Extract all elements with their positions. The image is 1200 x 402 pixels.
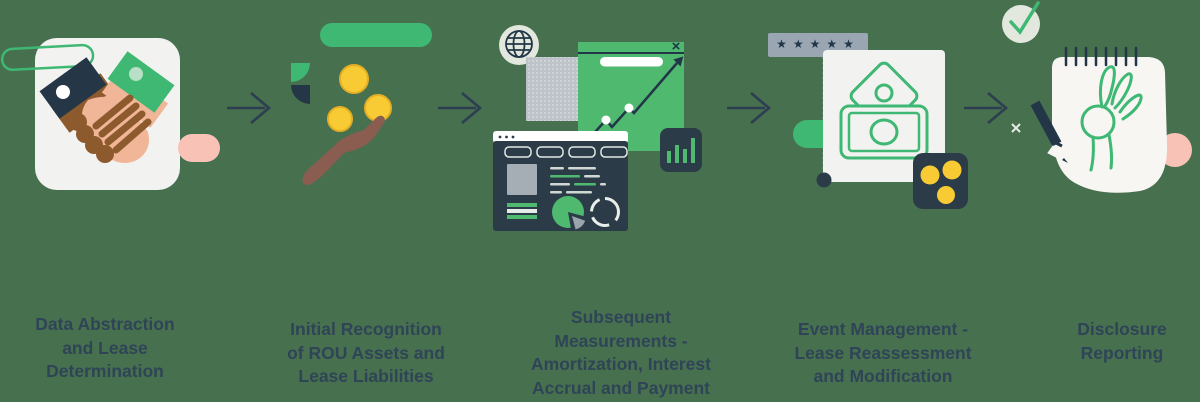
dashboard-window [493,131,628,231]
pie-chart-icon [552,196,586,230]
money-bills-icon [839,61,929,160]
list-bars [507,203,537,219]
notepad-page [1052,57,1168,193]
window-titlebar [493,131,628,143]
label-line: Lease Reassessment [794,342,972,363]
label-line: Data Abstraction [35,314,175,334]
label-line: Amortization, Interest [531,354,711,374]
donut-chart-icon [590,197,620,227]
label-line: Measurements - [554,330,688,351]
coin-icons [327,64,392,132]
label-line: Disclosure [1077,319,1167,339]
navy-sleeve [39,57,107,119]
open-hand-icon [302,115,385,186]
cufflink-dot-green [129,67,143,81]
label-line: and Modification [813,366,953,386]
password-stars: ★★★★★ [776,37,860,51]
green-half-pill [793,120,823,148]
globe-icon [499,25,539,65]
check-badge [1002,1,1040,43]
window-body [493,141,628,231]
label-line: Lease Liabilities [298,366,434,386]
step4-label: Event Management - Lease Reassessment an… [768,318,998,389]
bar-chart-icon [667,138,695,163]
label-line: Determination [46,361,164,381]
label-line: of ROU Assets and [287,342,445,363]
flow-arrow-2 [438,92,483,124]
label-line: Event Management - [797,319,969,339]
pink-pill-decoration [178,134,220,162]
label-line: Subsequent [570,307,672,327]
green-sleeve [107,51,175,113]
trend-line [585,62,678,143]
step1-illustration-handshake [0,38,220,190]
label-line: and Lease [62,337,148,358]
dotted-sheet [526,57,583,121]
paperclip-outline-icon [0,43,95,72]
checkmark-icon [1009,1,1040,35]
close-icon: × [672,38,681,55]
trend-arrowhead [673,56,684,67]
label-line: Reporting [1080,342,1164,363]
flow-arrow-3 [727,92,772,124]
navy-dot [816,172,832,188]
search-pill [600,57,663,67]
step3-label: Subsequent Measurements - Amortization, … [506,306,736,400]
text-lines [550,167,606,194]
sparkle-icon [1011,123,1021,133]
leaf-icon [291,63,310,104]
image-placeholder [507,164,537,195]
handshake-icon [39,51,175,163]
step4-illustration-money-card: ★★★★★ [768,33,968,209]
ok-hand-icon [1080,65,1143,172]
step2-label: Initial Recognition of ROU Assets and Le… [251,318,481,389]
step5-illustration-notepad [1002,1,1192,193]
step1-label: Data Abstraction and Lease Determination [0,313,220,384]
cufflink-dot [56,85,70,99]
tab-buttons [504,146,628,158]
pencil-icon [1030,100,1069,164]
step5-label: Disclosure Reporting [1007,318,1200,365]
label-line: Initial Recognition [290,319,442,339]
bar-chart-tile [660,128,702,172]
step2-illustration-coins-hand [291,23,432,186]
step3-illustration-analytics: × [493,25,702,231]
flow-arrow-4 [964,92,1009,124]
coin-tile [913,153,968,209]
green-pill-decoration [320,23,432,47]
label-line: Accrual and Payment [532,377,710,398]
flow-arrow-1 [227,92,272,124]
spiral-binding [1064,46,1138,67]
